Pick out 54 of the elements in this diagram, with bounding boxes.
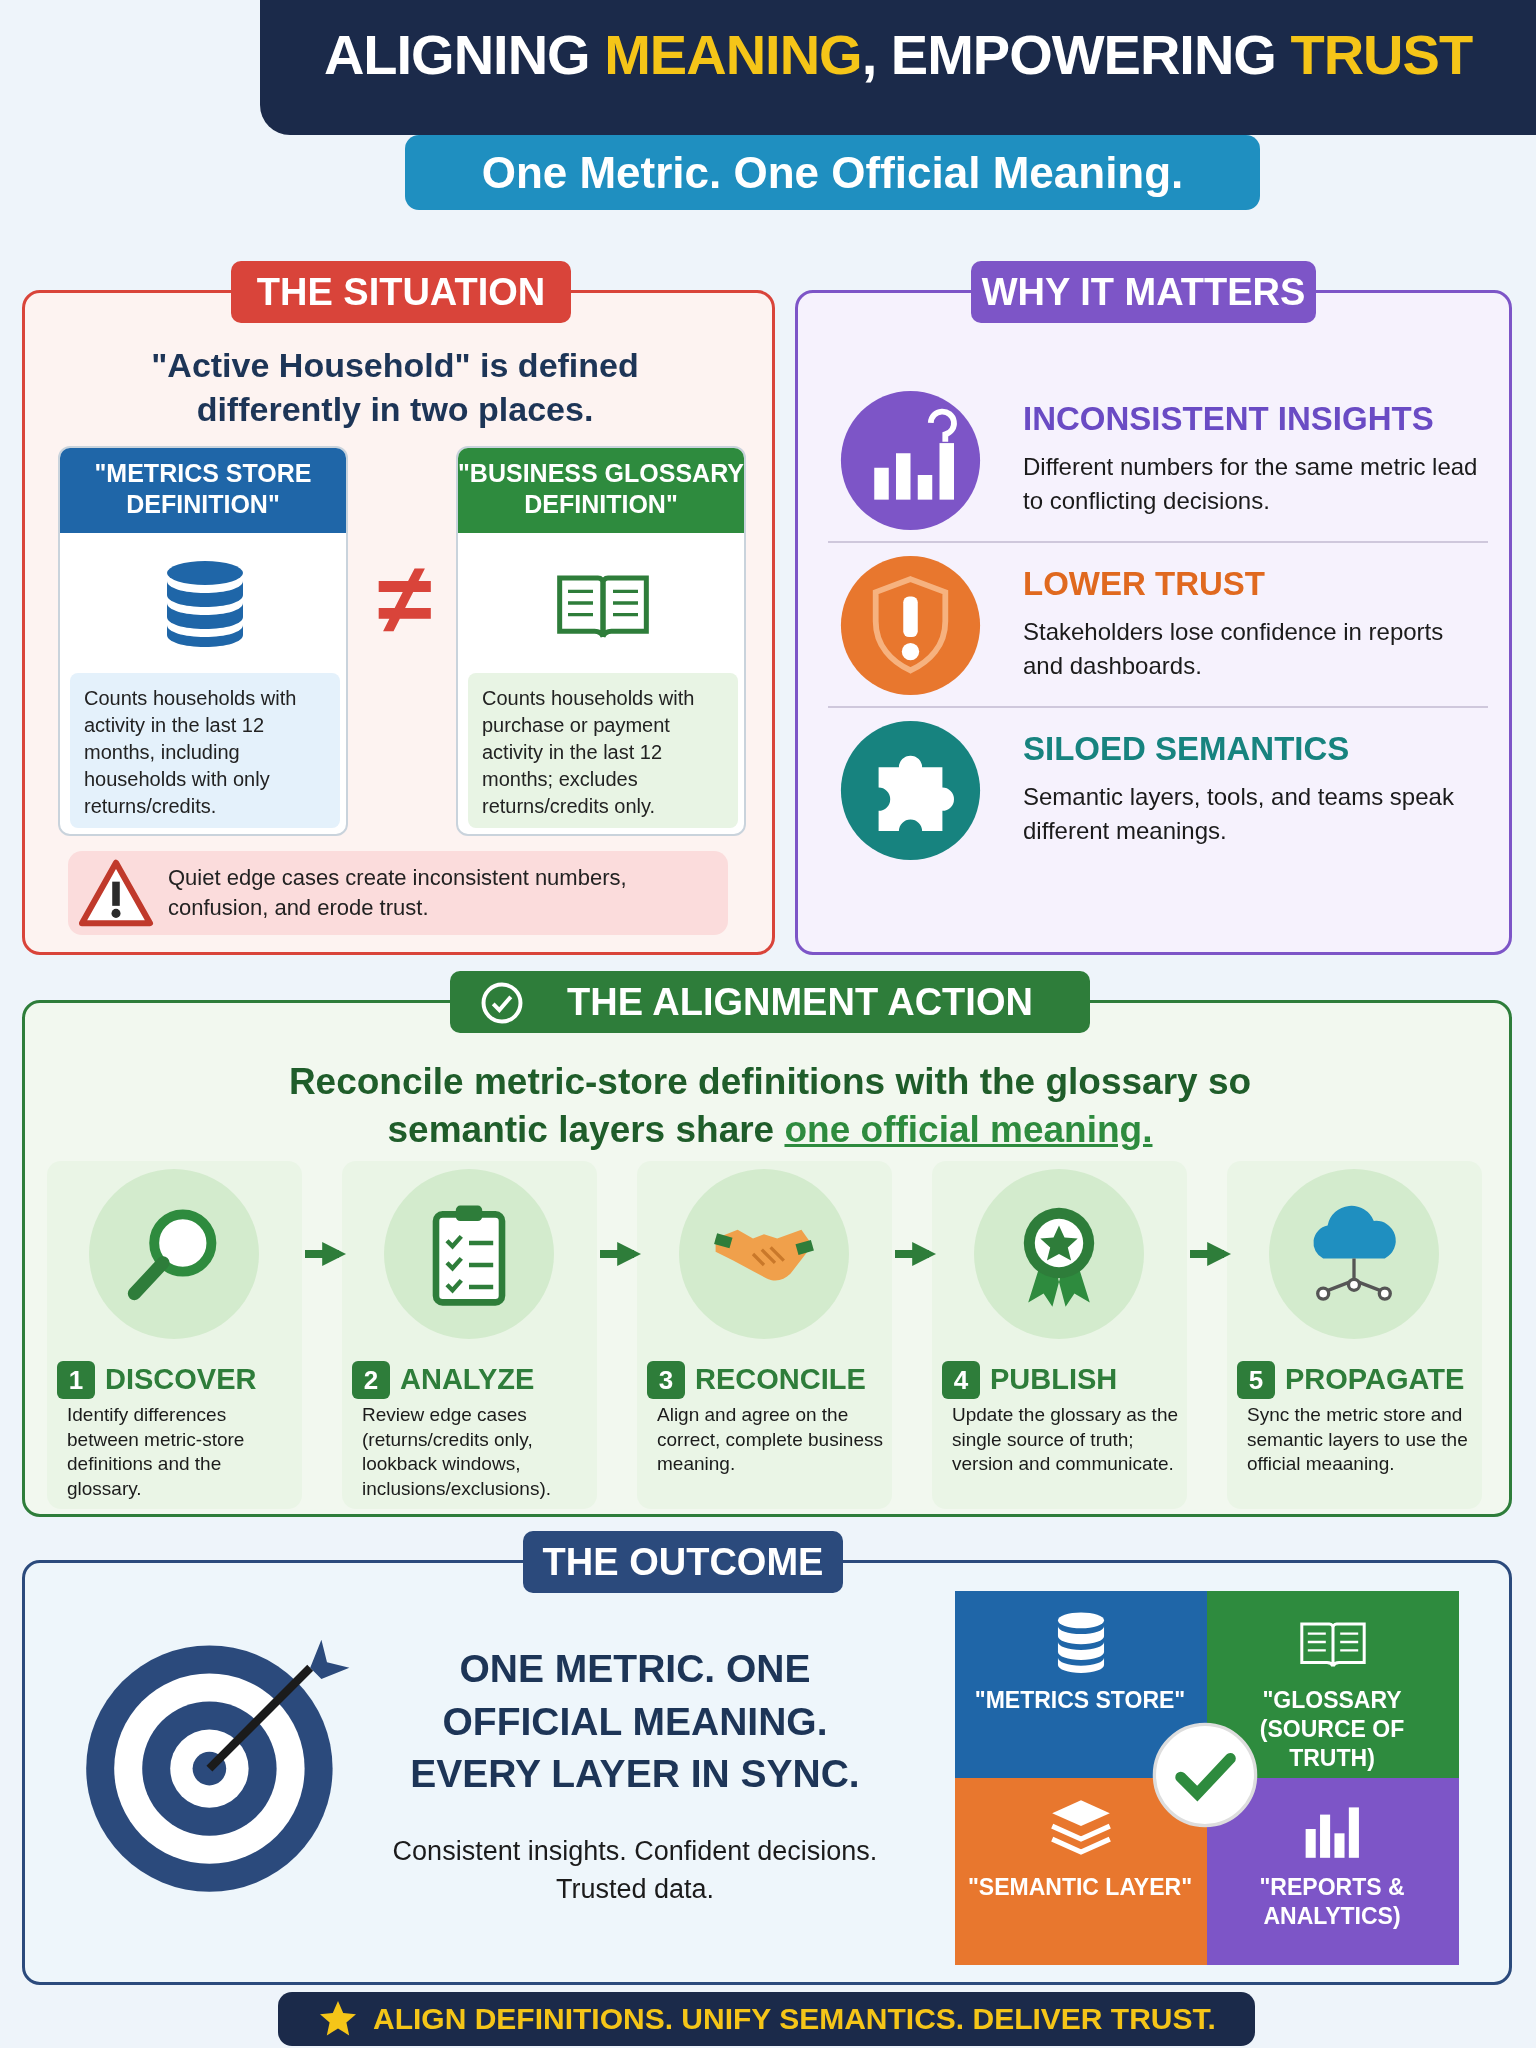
- puzzle-piece: [955, 1778, 1207, 1965]
- step-text: Update the glossary as the single source of truth; version and communicate.: [952, 1403, 1180, 1477]
- step-text: Review edge cases (returns/credits only, lookback windows, inclusions/exclusions).: [362, 1403, 553, 1502]
- reason-title: SILOED SEMANTICS: [1023, 730, 1351, 768]
- step-number-badge: 1: [57, 1361, 95, 1399]
- title: ALIGNING MEANING, EMPOWERING TRUST: [322, 22, 1474, 87]
- piece-label: "SEMANTIC LAYER": [966, 1873, 1194, 1902]
- puzzle-piece: [1207, 1591, 1459, 1778]
- step-text: Align and agree on the correct, complete business meaning.: [657, 1403, 884, 1477]
- step-number-badge: 5: [1237, 1361, 1275, 1399]
- step-card: [932, 1161, 1187, 1509]
- footer-slogan: ALIGN DEFINITIONS. UNIFY SEMANTICS. DELIVER TRUST.: [373, 2001, 1217, 2037]
- piece-label: "METRICS STORE": [973, 1686, 1187, 1715]
- puzzle-piece: [1207, 1778, 1459, 1965]
- step-number-badge: 3: [647, 1361, 685, 1399]
- step-title: RECONCILE: [695, 1363, 867, 1396]
- reason-title: LOWER TRUST: [1023, 565, 1266, 603]
- section-tab: WHY IT MATTERS: [971, 261, 1316, 323]
- definition-card: [58, 446, 348, 836]
- reason-text: Semantic layers, tools, and teams speak different meanings.: [1023, 782, 1455, 846]
- puzzle-piece: [955, 1591, 1207, 1778]
- card-header: "BUSINESS GLOSSARY DEFINITION": [458, 448, 744, 533]
- definition-text: Counts households with activity in the last 12 months, including households with only returns/credits.: [70, 673, 340, 828]
- warning-note: [68, 851, 728, 935]
- reason-title: INCONSISTENT INSIGHTS: [1023, 400, 1435, 438]
- step-card: [1227, 1161, 1482, 1509]
- step-title: ANALYZE: [400, 1363, 536, 1396]
- reason-text: Different numbers for the same metric lead to conflicting decisions.: [1023, 452, 1479, 516]
- step-card: [47, 1161, 302, 1509]
- step-text: Sync the metric store and semantic layers to use the official meaaning.: [1247, 1403, 1469, 1477]
- situation-statement: "Active Household" is defined differently in two places.: [150, 345, 640, 431]
- step-text: Identify differences between metric-store definitions and the glossary.: [67, 1403, 246, 1502]
- piece-label: "GLOSSARY (SOURCE OF TRUTH): [1258, 1686, 1406, 1773]
- card-header: "METRICS STORE DEFINITION": [60, 448, 346, 533]
- action-statement: Reconcile metric-store definitions with the glossary so semantic layers share one official meaning.: [287, 1060, 1253, 1153]
- step-title: PROPAGATE: [1285, 1363, 1466, 1396]
- step-card: [637, 1161, 892, 1509]
- step-card: [342, 1161, 597, 1509]
- warning-text: Quiet edge cases create inconsistent numbers, confusion, and erode trust.: [168, 864, 628, 922]
- definition-card: [456, 446, 746, 836]
- reason-text: Stakeholders lose confidence in reports and dashboards.: [1023, 617, 1445, 681]
- step-title: DISCOVER: [105, 1363, 258, 1396]
- section-tab: THE ALIGNMENT ACTION: [450, 971, 1090, 1033]
- step-number-badge: 4: [942, 1361, 980, 1399]
- piece-label: "REPORTS & ANALYTICS): [1258, 1873, 1406, 1931]
- outcome-headline: ONE METRIC. ONE OFFICIAL MEANING. EVERY LAYER IN SYNC.: [409, 1646, 861, 1798]
- definition-text: Counts households with purchase or payment activity in the last 12 months; excludes returns/credits only.: [468, 673, 738, 828]
- outcome-text: Consistent insights. Confident decisions. Trusted data.: [391, 1835, 879, 1906]
- subtitle-banner: One Metric. One Official Meaning.: [405, 135, 1260, 210]
- section-tab: THE OUTCOME: [523, 1531, 843, 1593]
- step-number-badge: 2: [352, 1361, 390, 1399]
- step-title: PUBLISH: [990, 1363, 1119, 1396]
- section-tab: THE SITUATION: [231, 261, 571, 323]
- not-equal-sign: ≠: [376, 548, 434, 648]
